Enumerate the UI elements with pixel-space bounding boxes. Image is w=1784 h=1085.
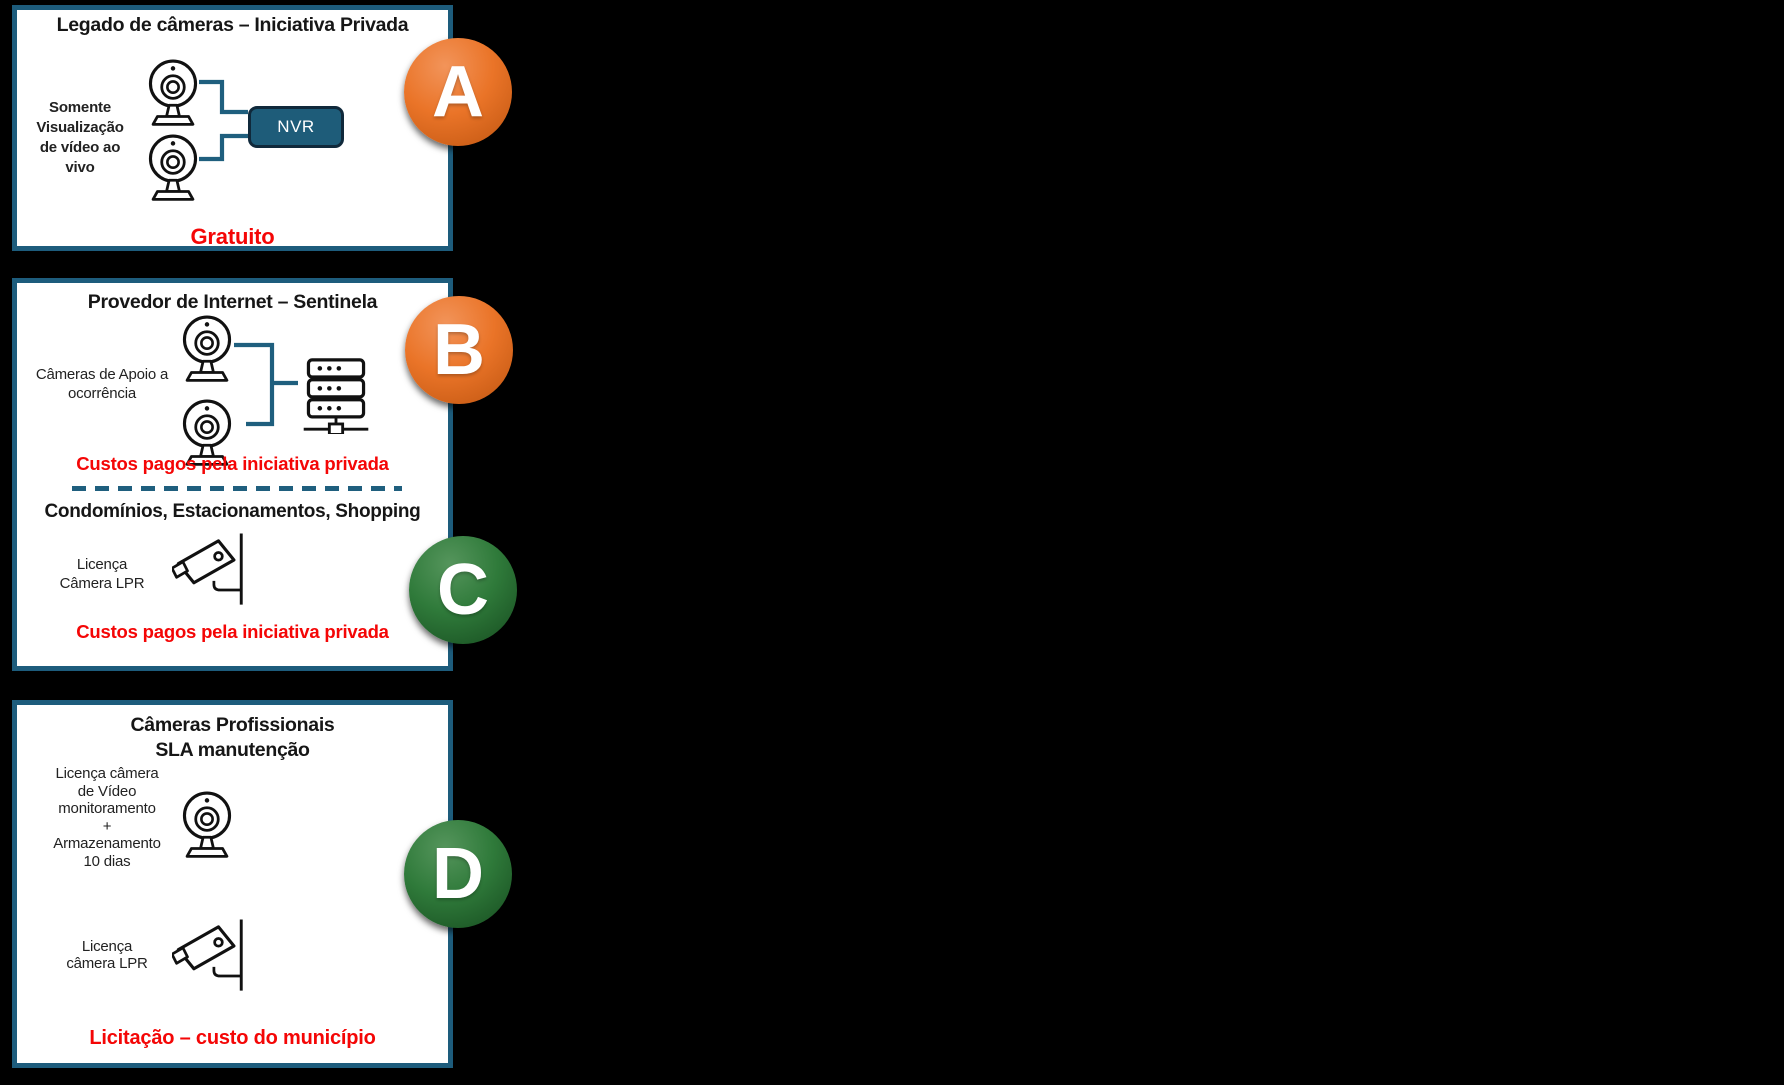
badge-c: C [409,536,517,644]
webcam-icon [147,55,199,133]
video-monitoring-license-label: Licença câmera de Vídeo monitoramento + … [53,765,161,870]
panel-legacy-cameras: Legado de câmeras – Iniciativa Privada S… [12,5,453,251]
live-view-label: Somente Visualização de vídeo ao vivo [36,99,124,176]
panel-d-title: Câmeras Profissionais SLA manutenção [130,714,335,761]
nvr-box: NVR [248,106,344,148]
badge-b: B [405,296,513,404]
lpr-license-label: Licença Câmera LPR [59,556,145,592]
webcam-icon [181,787,233,865]
badge-d: D [404,820,512,928]
lpr-license-label: Licença câmera LPR [66,938,148,972]
cctv-camera-icon [172,533,254,607]
panel-a-cost-label: Gratuito [190,224,275,249]
panel-b-title: Provedor de Internet – Sentinela [87,291,378,313]
panel-c-title: Condomínios, Estacionamentos, Shopping [44,501,421,522]
dashed-divider [72,486,402,491]
panel-b-cost-label: Custos pagos pela iniciativa privada [76,453,389,474]
server-icon [298,356,374,434]
panel-internet-provider: Provedor de Internet – Sentinela Câmeras… [12,278,453,671]
panel-a-title: Legado de câmeras – Iniciativa Privada [56,14,409,36]
panel-professional-cameras: Câmeras Profissionais SLA manutenção Lic… [12,700,453,1068]
panel-d-cost-label: Licitação – custo do município [89,1027,376,1049]
support-cameras-label: Câmeras de Apoio a ocorrência [35,366,169,402]
webcam-icon [147,130,199,208]
cctv-camera-icon [172,919,254,993]
panel-c-cost-label: Custos pagos pela iniciativa privada [76,621,389,642]
badge-a: A [404,38,512,146]
webcam-icon [181,311,233,389]
